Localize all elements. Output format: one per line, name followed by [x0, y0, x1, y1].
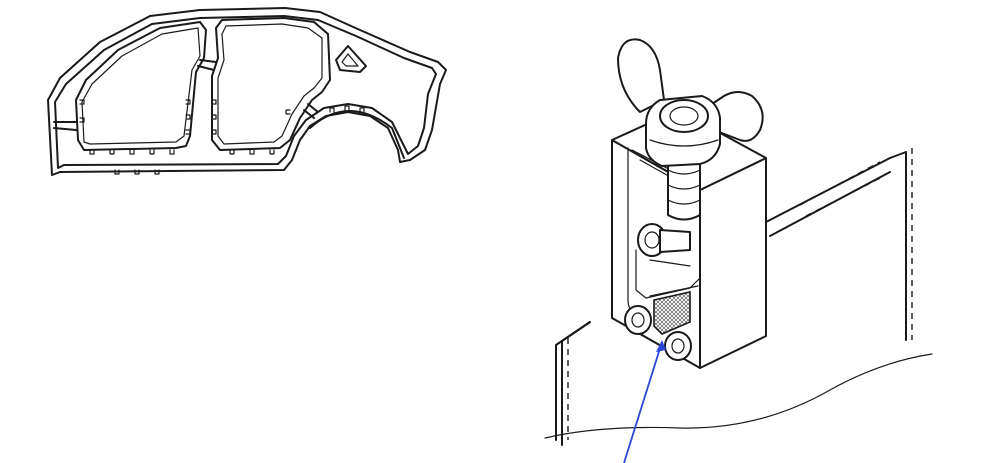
- arrow-pointer-icon: [623, 340, 666, 463]
- seal-insert: [649, 285, 699, 335]
- rear-wheel-arch: [309, 110, 405, 159]
- c-pillar-cut: [303, 103, 319, 119]
- quarter-window-inner: [341, 53, 359, 67]
- car-outer-outline: [47, 7, 447, 176]
- b-pillar-cut: [197, 59, 217, 71]
- panel-sheet: [544, 148, 933, 446]
- rear-door-opening: [211, 17, 331, 151]
- wing-nut-clamp-icon: [544, 38, 933, 446]
- front-door-opening-inner: [81, 27, 201, 145]
- threaded-stud: [667, 149, 701, 221]
- rollers: [624, 305, 692, 361]
- weld-tabs: [79, 99, 365, 175]
- pressure-pad: [637, 223, 691, 257]
- car-inner-outline: [54, 15, 437, 169]
- wing-nut: [617, 38, 764, 167]
- front-door-opening: [75, 21, 207, 151]
- rear-door-opening-inner: [217, 23, 323, 145]
- quarter-window: [335, 45, 367, 73]
- sill-cut: [53, 121, 77, 131]
- car-side-frame-outline-icon: [47, 7, 447, 176]
